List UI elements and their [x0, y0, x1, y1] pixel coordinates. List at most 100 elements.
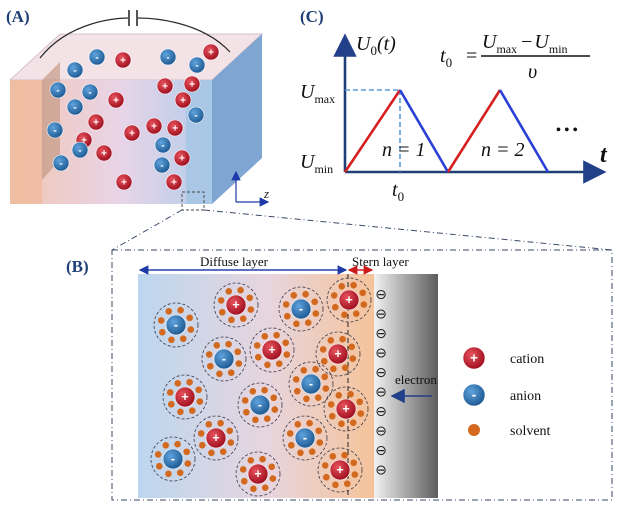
solvated-anion: -	[278, 286, 324, 332]
solvent-molecule	[187, 326, 195, 333]
anion: -	[81, 83, 99, 101]
solvent-molecule	[196, 398, 204, 405]
solvent-molecule	[304, 319, 312, 327]
anion: -	[88, 48, 106, 66]
anion-core: -	[165, 314, 187, 336]
solvent-molecule	[186, 314, 194, 322]
svg-text:+: +	[113, 95, 119, 106]
z-axis-label: z	[263, 186, 269, 201]
anion-core: -	[300, 373, 322, 395]
panel-a-label: (A)	[6, 7, 30, 26]
solvent-molecule	[352, 310, 360, 318]
panel-c: (C) U0(t) Umax Umin t0 t n = 1 n = 2 • •…	[300, 7, 608, 204]
anion: -	[52, 154, 70, 172]
circuit-wire-right	[137, 17, 231, 53]
solvent-molecule	[286, 430, 294, 437]
solvent-molecule	[242, 408, 250, 416]
solvent-molecule	[249, 387, 257, 395]
cation-core: +	[174, 386, 196, 408]
svg-text:+: +	[254, 467, 261, 481]
anion: -	[188, 56, 206, 74]
solvent-molecule	[183, 448, 191, 456]
solvent-molecule	[332, 481, 339, 489]
solvent-molecule	[208, 449, 215, 457]
fall-segment-1	[398, 89, 450, 173]
solvent-molecule	[253, 342, 261, 349]
stern-layer-label: Stern layer	[352, 254, 409, 269]
solvent-molecule	[316, 439, 324, 446]
solvent-molecule	[293, 320, 300, 328]
solvent-molecule	[320, 357, 328, 365]
svg-text:-: -	[472, 388, 477, 403]
x-axis-title: t	[600, 142, 608, 168]
solvent-molecule	[348, 343, 356, 351]
svg-text:-: -	[166, 52, 169, 63]
solvent-molecule	[282, 301, 290, 308]
solvent-molecule	[174, 379, 182, 387]
solvent-molecule	[155, 462, 163, 470]
legend-cation-symbol: +	[462, 346, 486, 370]
solvent-molecule	[186, 378, 193, 386]
anion-core: -	[213, 348, 235, 370]
solvent-molecule	[263, 415, 271, 423]
electrode-negative-charge: ⊖	[375, 443, 387, 459]
svg-text:-: -	[95, 52, 98, 63]
panel-b: (B) Diffuse layer Stern layer -+-+-+++--…	[66, 249, 613, 501]
svg-text:+: +	[342, 402, 349, 416]
svg-text:+: +	[179, 153, 185, 164]
solvated-cation: +	[317, 447, 363, 493]
solvent-molecule	[234, 348, 242, 356]
legend-anion-label: anion	[510, 389, 541, 404]
solvated-cation: +	[193, 415, 239, 461]
cation: +	[95, 144, 113, 162]
panel-a-ions: --+--+--++++-++++--+-+-+--++	[46, 43, 220, 191]
solvent-molecule	[177, 408, 184, 416]
svg-text:-: -	[73, 65, 76, 76]
svg-text:+: +	[101, 148, 107, 159]
solvent-molecule	[217, 419, 224, 427]
panel-c-label: (C)	[300, 7, 324, 26]
solvent-molecule	[329, 452, 337, 460]
solvent-molecule	[322, 473, 330, 481]
svg-text:+: +	[181, 390, 188, 404]
svg-text:-: -	[56, 85, 59, 96]
cation-core: +	[225, 294, 247, 316]
svg-text:+: +	[120, 55, 126, 66]
legend-cation-icon: +	[462, 346, 486, 370]
zoom-line-left	[111, 209, 183, 251]
solvent-molecule	[341, 364, 349, 372]
solvent-molecule	[331, 303, 339, 311]
solvent-molecule	[268, 463, 276, 471]
cation: +	[173, 149, 191, 167]
solvated-cation: +	[315, 331, 361, 377]
electrode-negative-charge: ⊖	[375, 346, 387, 362]
solvent-molecule	[360, 301, 368, 308]
solvent-molecule	[308, 448, 316, 456]
solvent-molecule	[330, 365, 337, 373]
solvent-molecule	[247, 456, 255, 464]
anion: -	[71, 141, 89, 159]
solvent-molecule	[312, 310, 320, 317]
solvent-molecule	[302, 290, 309, 298]
svg-text:-: -	[88, 87, 91, 98]
solvent-molecule	[218, 308, 226, 316]
svg-text:-: -	[299, 302, 303, 316]
anion: -	[49, 81, 67, 99]
electron-label: electron	[395, 372, 437, 387]
legend-anion-icon: -	[462, 383, 486, 407]
solvent-molecule	[293, 387, 301, 395]
cation: +	[174, 91, 192, 109]
solvent-molecule	[162, 441, 170, 449]
solvated-cation: +	[326, 277, 372, 323]
panel-b-label: (B)	[66, 257, 89, 276]
solvent-molecule	[177, 306, 184, 314]
solvent-molecule	[294, 420, 302, 428]
electrode-negative-charge: ⊖	[375, 307, 387, 323]
solvent-molecule	[351, 471, 359, 478]
solvent-molecule	[240, 477, 248, 485]
solvent-molecule	[297, 449, 304, 457]
cation: +	[114, 51, 132, 69]
solvated-anion: -	[237, 382, 283, 428]
rise-segment-2	[446, 89, 502, 173]
electrode-negative-charge: ⊖	[375, 287, 387, 303]
